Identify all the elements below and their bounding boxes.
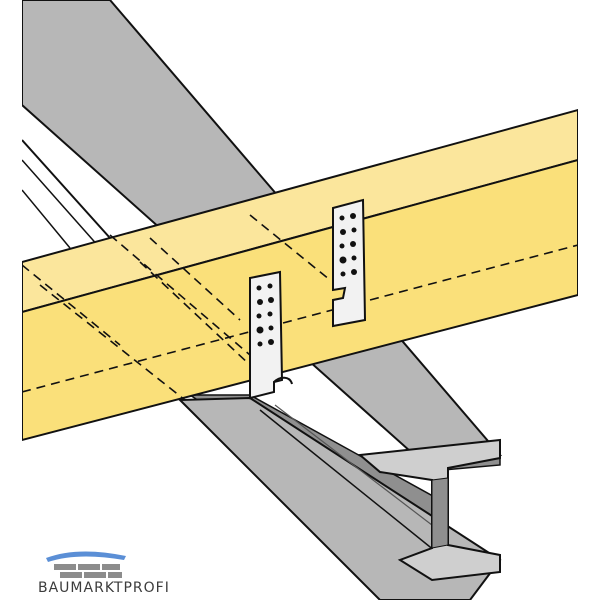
timber-beam-top <box>22 108 578 314</box>
i-beam-end-web-shade <box>431 477 449 549</box>
i-beam-web-line-2 <box>22 159 101 249</box>
timber-beam-front <box>22 158 578 442</box>
i-beam-bottom-flange <box>177 396 502 600</box>
hidden-edges <box>22 214 578 401</box>
i-beam-web-line-3 <box>22 189 71 249</box>
i-beam-groove <box>259 409 441 556</box>
brand-name: BAUMARKTPROFI <box>38 580 170 596</box>
angle-bracket-icon <box>249 270 293 400</box>
i-beam-groove-2 <box>274 404 446 536</box>
house-roof-bricks-icon <box>46 551 126 578</box>
i-beam-web-line <box>22 139 111 239</box>
brand-logo[interactable]: BAUMARKTPROFI <box>38 548 170 598</box>
angle-bracket-icon <box>332 198 367 328</box>
timber-beam-end <box>577 109 578 296</box>
